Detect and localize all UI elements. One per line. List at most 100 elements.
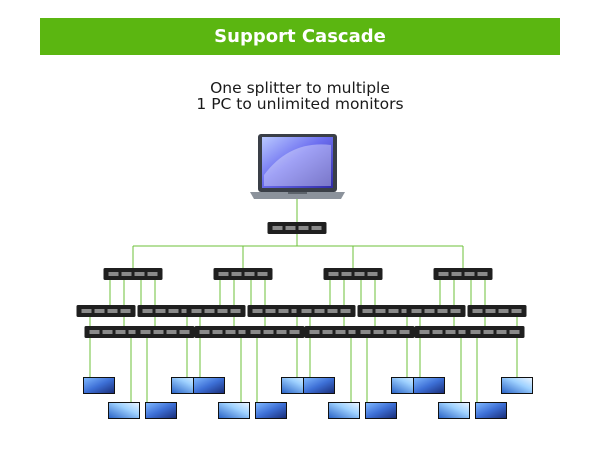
hdmi-port [89,330,100,334]
hdmi-port [121,272,132,276]
splitter-body [247,305,307,317]
hdmi-port [445,330,456,334]
monitor-screen [109,403,139,418]
monitor-screen [256,403,286,418]
hdmi-port [212,330,223,334]
hdmi-port [142,309,153,313]
hdmi-port [437,309,448,313]
hdmi-port [451,272,462,276]
hdmi-port [218,272,229,276]
level2-splitter [103,268,163,280]
hdmi-port [168,309,179,313]
hdmi-port [485,309,496,313]
main-splitter [267,222,327,234]
hdmi-port [411,309,422,313]
level3-splitter [135,326,195,338]
hdmi-port [309,330,320,334]
splitter-body [135,326,195,338]
hdmi-port [166,330,177,334]
monitor-screen [304,378,334,393]
laptop-hinge [288,192,307,194]
hdmi-port [265,309,276,313]
splitter-body [213,268,273,280]
monitor [108,402,140,419]
level2-splitter [213,268,273,280]
hdmi-port [128,330,139,334]
hdmi-port [360,330,371,334]
splitter-body [467,305,527,317]
hdmi-port [278,309,289,313]
hdmi-port [509,330,520,334]
hdmi-port [399,330,410,334]
hdmi-port [498,309,509,313]
level3-splitter [245,326,305,338]
level3-splitter [296,305,356,317]
hdmi-port [340,309,351,313]
hdmi-port [341,272,352,276]
hdmi-port [328,272,339,276]
hdmi-port [477,272,488,276]
level3-splitter [304,326,364,338]
splitter-body [194,326,254,338]
monitor-screen [414,378,444,393]
hdmi-port [470,330,481,334]
hdmi-port [472,309,483,313]
hdmi-port [250,330,261,334]
monitor [83,377,115,394]
monitor [365,402,397,419]
splitter-body [304,326,364,338]
hdmi-port [238,330,249,334]
splitter-body [355,326,415,338]
hdmi-port [327,309,338,313]
monitor [218,402,250,419]
level2-splitter [433,268,493,280]
hdmi-port [458,330,469,334]
hdmi-port [348,330,359,334]
title-banner: Support Cascade [40,18,560,55]
hdmi-port [375,309,386,313]
monitor-screen [439,403,469,418]
level3-splitter [194,326,254,338]
monitor [255,402,287,419]
monitor [193,377,225,394]
hdmi-port [191,309,202,313]
monitor-screen [329,403,359,418]
hdmi-port [386,330,397,334]
hdmi-port [388,309,399,313]
laptop-base [250,192,345,199]
hdmi-port [199,330,210,334]
level3-splitter [355,326,415,338]
hdmi-port [373,330,384,334]
laptop-wallpaper [264,144,331,186]
splitter-body [465,326,525,338]
hdmi-port [301,309,312,313]
monitor-screen [219,403,249,418]
level3-splitter [186,305,246,317]
splitter-body [137,305,197,317]
splitter-body [186,305,246,317]
hdmi-port [285,226,296,230]
subtitle-line-1: One splitter to multiple [210,79,390,97]
splitter-body [84,326,144,338]
splitter-body [433,268,493,280]
laptop-screen [262,137,333,188]
subtitle-line-2: 1 PC to unlimited monitors [196,95,404,113]
splitter-body [357,305,417,317]
monitor-screen [146,403,176,418]
splitter-body [245,326,305,338]
hdmi-port [272,226,283,230]
hdmi-port [450,309,461,313]
monitor [438,402,470,419]
hdmi-port [496,330,507,334]
hdmi-port [257,272,268,276]
hdmi-port [230,309,241,313]
level3-splitter [467,305,527,317]
hdmi-port [217,309,228,313]
monitor-screen [194,378,224,393]
hdmi-port [155,309,166,313]
hdmi-port [362,309,373,313]
hdmi-port [419,330,430,334]
hdmi-port [231,272,242,276]
hdmi-port [102,330,113,334]
